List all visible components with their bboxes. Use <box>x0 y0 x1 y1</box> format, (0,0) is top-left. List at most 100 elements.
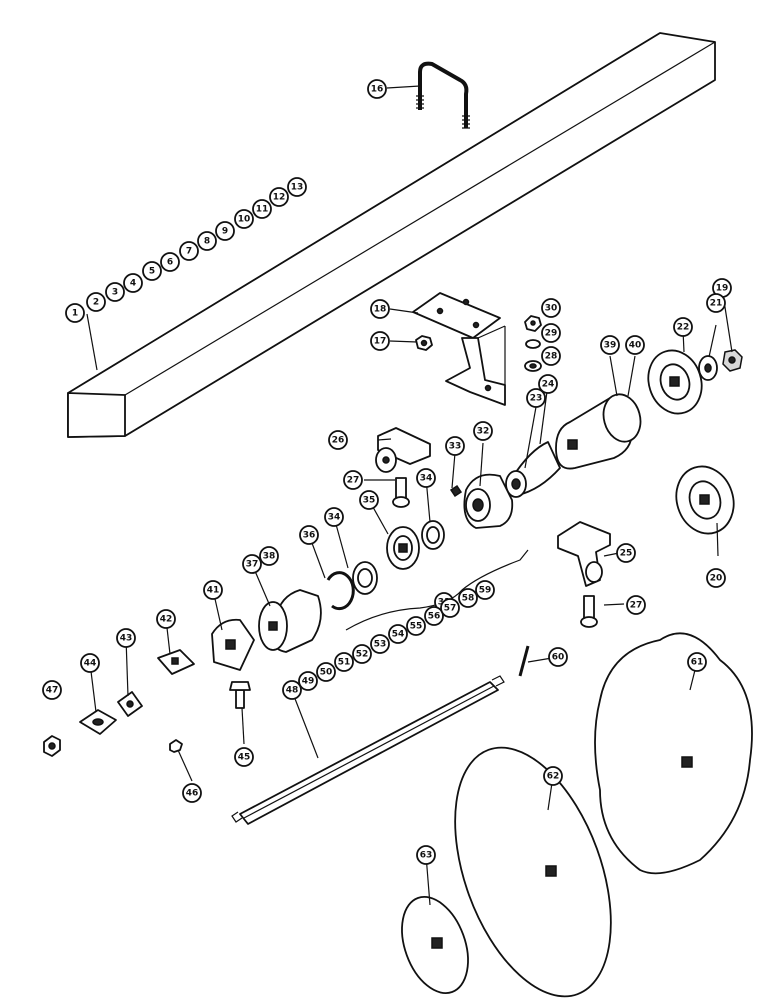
callout-41: 41 <box>203 580 223 600</box>
callout-circle <box>156 609 176 629</box>
callout-circle <box>370 634 390 654</box>
callout-circle <box>282 680 302 700</box>
callout-54: 54 <box>388 624 408 644</box>
callout-5: 5 <box>142 261 162 281</box>
callout-number: 56 <box>428 612 441 622</box>
callout-number: 25 <box>620 549 633 559</box>
callout-20: 20 <box>706 568 726 588</box>
callout-number: 9 <box>222 227 228 237</box>
cone <box>505 441 561 498</box>
callout-circle <box>343 470 363 490</box>
callout-number: 42 <box>160 615 173 625</box>
callout-59: 59 <box>475 580 495 600</box>
callout-8: 8 <box>197 231 217 251</box>
callout-50: 50 <box>316 662 336 682</box>
callout-circle <box>706 293 726 313</box>
callout-number: 1 <box>72 309 78 319</box>
callout-circle <box>234 209 254 229</box>
callout-4: 4 <box>123 273 143 293</box>
callout-number: 57 <box>444 604 457 614</box>
nut-19 <box>722 349 743 372</box>
callout-39: 39 <box>600 335 620 355</box>
callout-number: 63 <box>420 851 433 861</box>
callout-circle <box>600 335 620 355</box>
callout-circle <box>626 595 646 615</box>
callout-circle <box>234 747 254 767</box>
callout-circle <box>541 346 561 366</box>
callout-45: 45 <box>234 747 254 767</box>
callout-number: 13 <box>291 183 304 193</box>
callout-number: 61 <box>691 658 704 668</box>
callout-52: 52 <box>352 644 372 664</box>
callout-27a: 27 <box>343 470 363 490</box>
callout-16: 16 <box>367 79 387 99</box>
callout-circle <box>197 231 217 251</box>
callout-number: 58 <box>462 594 475 604</box>
callout-number: 20 <box>710 574 723 584</box>
callout-number: 26 <box>332 436 345 446</box>
callout-circle <box>215 221 235 241</box>
callout-circle <box>687 652 707 672</box>
callout-number: 12 <box>273 193 286 203</box>
callout-24: 24 <box>538 374 558 394</box>
callout-2: 2 <box>86 292 106 312</box>
callout-number: 49 <box>302 677 315 687</box>
bolt-27-lower <box>580 595 598 628</box>
callout-circle <box>541 298 561 318</box>
callout-circle <box>42 680 62 700</box>
callout-number: 23 <box>530 394 543 404</box>
callout-circle <box>179 241 199 261</box>
callout-number: 10 <box>238 215 251 225</box>
callout-number: 54 <box>392 630 405 640</box>
callout-number: 59 <box>479 586 492 596</box>
callout-circle <box>706 568 726 588</box>
bracket-26 <box>375 427 431 473</box>
callout-circle <box>123 273 143 293</box>
callout-circle <box>298 671 318 691</box>
callout-3: 3 <box>105 282 125 302</box>
callout-22: 22 <box>673 317 693 337</box>
callout-7: 7 <box>179 241 199 261</box>
callout-circle <box>269 187 289 207</box>
callout-57: 57 <box>440 598 460 618</box>
callout-number: 18 <box>374 305 387 315</box>
callout-51: 51 <box>334 652 354 672</box>
plate-43 <box>117 691 143 717</box>
callout-44: 44 <box>80 653 100 673</box>
callout-30: 30 <box>541 298 561 318</box>
bolt-27-upper <box>392 477 410 508</box>
callout-number: 17 <box>374 337 387 347</box>
callout-23: 23 <box>526 388 546 408</box>
callout-number: 30 <box>545 304 558 314</box>
callout-number: 43 <box>120 634 133 644</box>
block-41 <box>211 618 255 671</box>
callout-number: 62 <box>547 772 560 782</box>
ring-34b <box>421 520 445 550</box>
callout-circle <box>458 588 478 608</box>
callout-number: 33 <box>449 442 462 452</box>
callout-circle <box>328 430 348 450</box>
callout-34a: 34 <box>324 507 344 527</box>
callout-number: 2 <box>93 298 99 308</box>
callout-circle <box>65 303 85 323</box>
small-disc-63 <box>401 896 469 994</box>
callout-circle <box>388 624 408 644</box>
callout-circle <box>252 199 272 219</box>
plate-44 <box>79 709 117 735</box>
callout-circle <box>370 299 390 319</box>
callout-36: 36 <box>299 525 319 545</box>
callout-32: 32 <box>473 421 493 441</box>
callout-34b: 34 <box>416 468 436 488</box>
callout-number: 16 <box>371 85 384 95</box>
callout-38: 38 <box>259 546 279 566</box>
callout-56: 56 <box>424 606 444 626</box>
shaft-48 <box>231 675 505 825</box>
callout-circle <box>440 598 460 618</box>
callout-circle <box>86 292 106 312</box>
callout-number: 55 <box>410 622 423 632</box>
callout-circle <box>287 177 307 197</box>
callout-circle <box>359 490 379 510</box>
set-screw-33 <box>449 484 463 498</box>
callout-40: 40 <box>625 335 645 355</box>
